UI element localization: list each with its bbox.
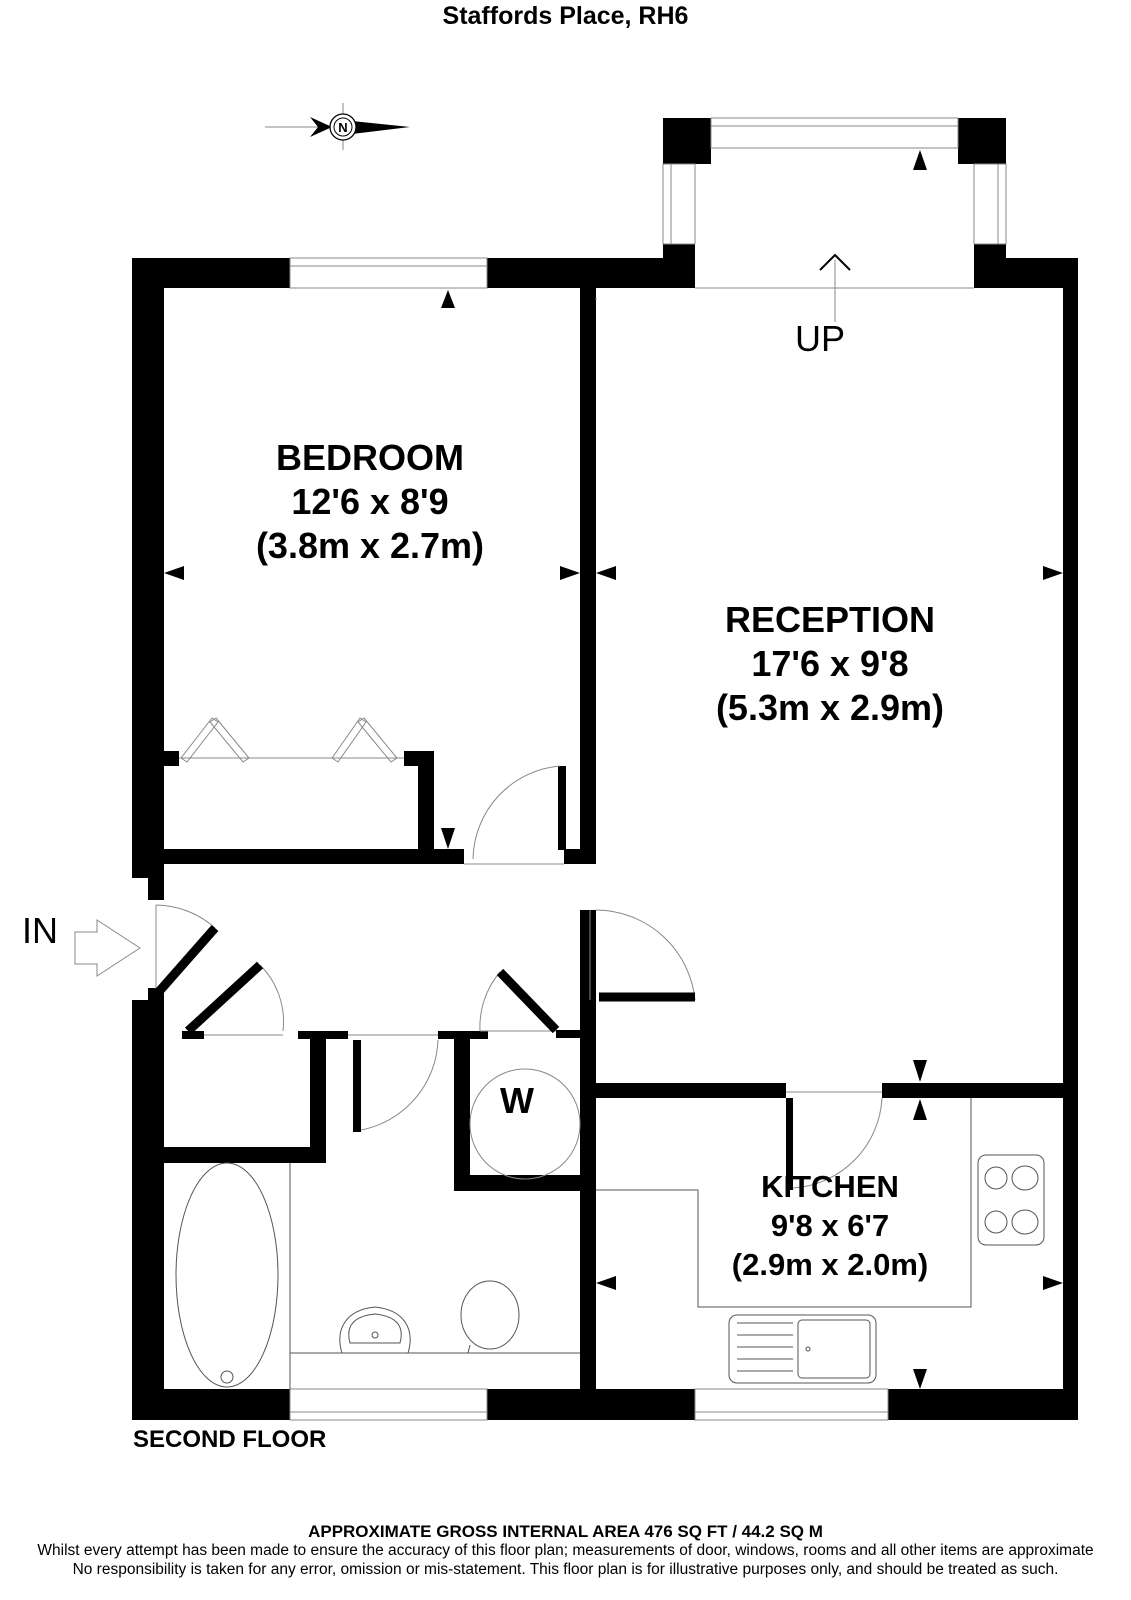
room-label-bedroom: BEDROOM 12'6 x 8'9 (3.8m x 2.7m) [200, 436, 540, 568]
bathtub-icon [175, 1162, 279, 1388]
north-arrow-icon: N [265, 103, 410, 150]
kitchen-imperial: 9'8 x 6'7 [770, 1207, 890, 1243]
washer-icon [469, 1068, 581, 1180]
room-label-reception: RECEPTION 17'6 x 9'8 (5.3m x 2.9m) [660, 598, 1000, 730]
bedroom-metric: (3.8m x 2.7m) [255, 524, 485, 566]
reception-name: RECEPTION [724, 599, 936, 640]
stairs-up-arrow-icon [819, 253, 851, 322]
reception-imperial: 17'6 x 9'8 [751, 642, 909, 684]
stairs-up-label: UP [795, 318, 846, 359]
reception-metric: (5.3m x 2.9m) [715, 686, 945, 728]
plan-title: Staffords Place, RH6 [442, 2, 689, 30]
floor-label: SECOND FLOOR [133, 1426, 327, 1453]
disclaimer-line-1: Whilst every attempt has been made to en… [37, 1542, 1094, 1559]
room-label-kitchen: KITCHEN 9'8 x 6'7 (2.9m x 2.0m) [700, 1168, 960, 1284]
kitchen-sink-icon [728, 1314, 877, 1384]
kitchen-name: KITCHEN [761, 1169, 899, 1204]
sink-icon [339, 1306, 411, 1354]
windows [289, 117, 1007, 1421]
walls [132, 118, 1078, 1420]
door-leaves [152, 925, 695, 1035]
entrance-arrow-icon [74, 919, 141, 977]
disclaimer-line-2: No responsibility is taken for any error… [72, 1561, 1059, 1578]
door-swings [155, 298, 883, 1189]
hob-icon [977, 1154, 1045, 1246]
bedroom-imperial: 12'6 x 8'9 [291, 480, 449, 522]
kitchen-fixtures [596, 1098, 1045, 1384]
gross-area-text: APPROXIMATE GROSS INTERNAL AREA 476 SQ F… [308, 1522, 823, 1541]
dimension-markers [164, 150, 1063, 1389]
entrance-label: IN [22, 910, 58, 951]
kitchen-metric: (2.9m x 2.0m) [731, 1246, 929, 1282]
svg-text:N: N [338, 120, 347, 135]
washer-label: W [500, 1080, 534, 1121]
wardrobe-doors [180, 717, 398, 763]
toilet-icon [460, 1280, 520, 1350]
bathroom-fixtures [175, 1162, 580, 1389]
bedroom-name: BEDROOM [276, 437, 464, 478]
